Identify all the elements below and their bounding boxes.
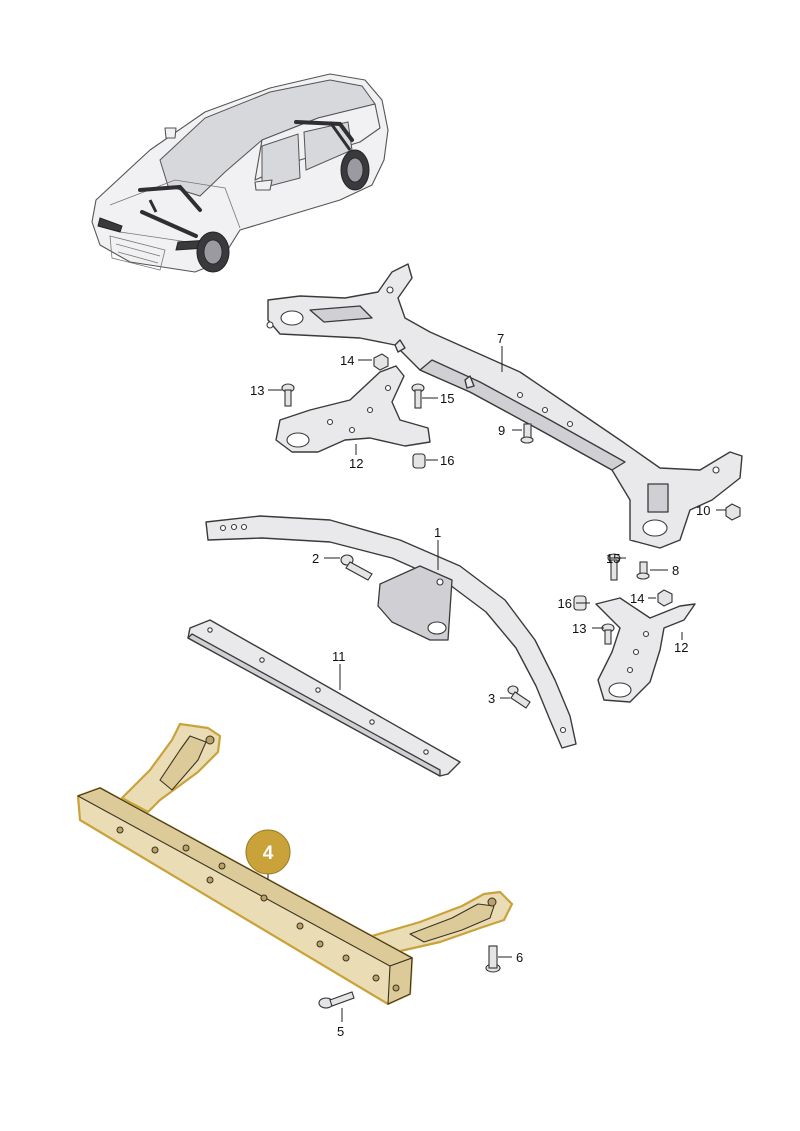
callout-12-lower: 12 [674,640,688,655]
callout-8: 8 [672,563,679,578]
callout-13-upper: 13 [250,383,264,398]
callout-15-upper: 15 [440,391,454,406]
part-12-left-bracket [275,365,431,453]
callout-9: 9 [498,423,505,438]
callout-3: 3 [488,691,495,706]
callout-15-lower: 15 [606,551,620,566]
callout-14-upper: 14 [340,353,354,368]
callout-2: 2 [312,551,319,566]
callout-16-upper: 16 [440,453,454,468]
callout-1: 1 [434,525,441,540]
callout-6: 6 [516,950,523,965]
part-7-upper-crossmember [266,263,743,549]
callout-13-lower: 13 [572,621,586,636]
callout-14-lower: 14 [630,591,644,606]
car-overview-illustration [91,73,389,273]
part-1-curved-support [205,515,577,749]
callout-5: 5 [337,1024,344,1039]
callout-7: 7 [497,331,504,346]
callout-labels: 7 14 13 15 12 16 9 10 1 2 15 8 16 14 13 … [250,331,710,1039]
part-4-badge[interactable]: 4 [245,829,291,875]
leader-lines [267,346,726,1022]
part-12-right-bracket [595,597,696,703]
part-11-channel-bar [187,619,461,777]
badge-number: 4 [263,843,274,864]
part-4-lower-crossmember-highlighted [76,722,514,1006]
callout-11: 11 [332,649,346,664]
fasteners [281,353,741,1009]
callout-12-upper: 12 [349,456,363,471]
callout-16-lower: 16 [558,596,572,611]
callout-10: 10 [696,503,710,518]
